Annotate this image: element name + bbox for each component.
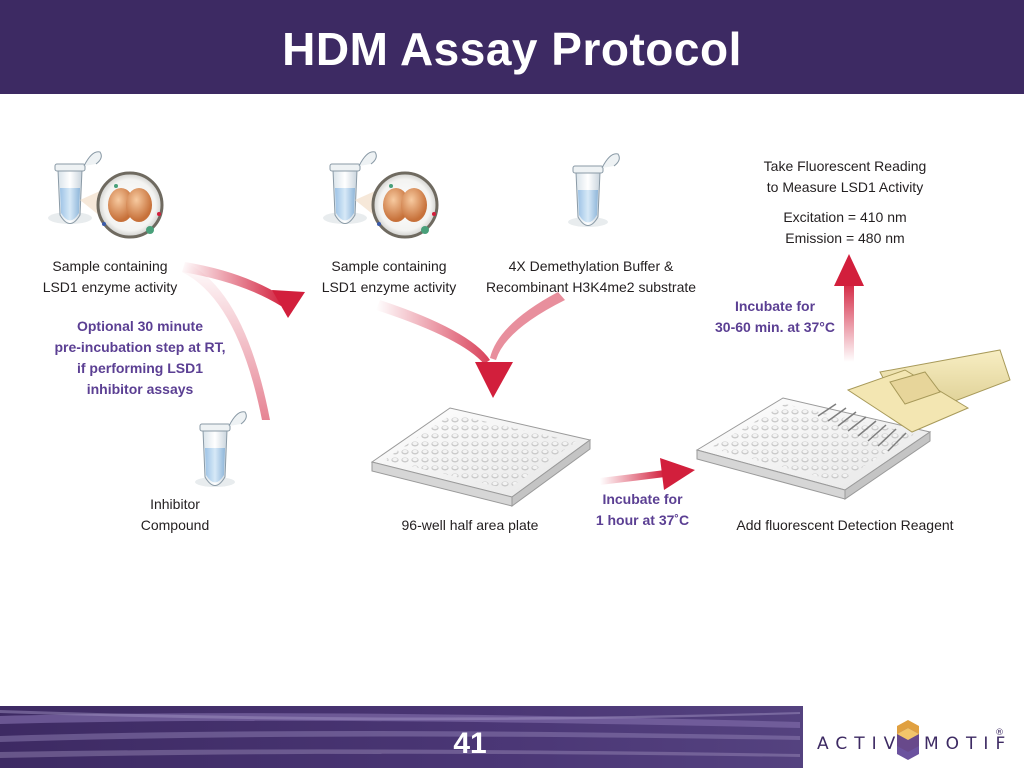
protocol-diagram: [48, 151, 1011, 507]
page-title: HDM Assay Protocol: [282, 23, 742, 75]
label-incubate-1: Incubate for 1 hour at 37˚C: [580, 489, 705, 531]
label-optional-step: Optional 30 minute pre-incubation step a…: [40, 316, 240, 400]
cell-icon-2: [371, 171, 439, 239]
label-emission: Emission = 480 nm: [785, 230, 905, 246]
label-plate: 96-well half area plate: [401, 517, 539, 533]
label-inhibitor: Inhibitor Compound: [115, 494, 235, 536]
arrow-to-detection: [600, 458, 695, 490]
label-sample-2-line1: Sample containing: [331, 258, 447, 274]
label-inhibitor-line2: Compound: [140, 517, 210, 533]
label-incubate-1-line2: 1 hour at 37˚C: [595, 512, 690, 528]
label-optional-line2: pre-incubation step at RT,: [54, 339, 226, 355]
tube-inhibitor: [195, 411, 247, 487]
label-reading-line1: Take Fluorescent Reading: [763, 158, 927, 174]
label-excitation: Excitation = 410 nm: [783, 209, 907, 225]
label-buffer-line2: Recombinant H3K4me2 substrate: [485, 279, 697, 295]
label-optional-line4: inhibitor assays: [86, 381, 194, 397]
label-incubate-1-line1: Incubate for: [602, 491, 683, 507]
label-sample-2: Sample containing LSD1 enzyme activity: [298, 256, 480, 298]
header-bar: HDM Assay Protocol: [0, 0, 1024, 94]
label-sample-1-line2: LSD1 enzyme activity: [42, 279, 178, 295]
label-optional-line3: if performing LSD1: [76, 360, 203, 376]
cell-icon-1: [96, 171, 164, 239]
page-number: 41: [453, 727, 487, 760]
plate-96-well: [370, 407, 592, 507]
label-buffer-line1: 4X Demethylation Buffer &: [508, 258, 674, 274]
label-incubate-2-line2: 30-60 min. at 37°C: [715, 319, 835, 335]
logo-registered-mark: ®: [995, 728, 1004, 738]
logo-word-active: ACTIVE: [817, 734, 920, 754]
label-sample-1: Sample containing LSD1 enzyme activity: [20, 256, 200, 298]
multichannel-pipette-icon: [817, 349, 1011, 452]
label-incubate-2-line1: Incubate for: [734, 298, 816, 314]
label-optional-line1: Optional 30 minute: [76, 318, 203, 334]
logo-mark-icon: [897, 720, 919, 760]
plate-detection: [695, 397, 932, 500]
label-sample-1-line1: Sample containing: [52, 258, 168, 274]
label-sample-2-line2: LSD1 enzyme activity: [321, 279, 457, 295]
label-reading-line2: to Measure LSD1 Activity: [766, 179, 924, 195]
arrow-to-reading: [834, 254, 864, 362]
arrow-to-plate: [376, 292, 565, 398]
tube-buffer: [568, 153, 620, 227]
label-detection: Add fluorescent Detection Reagent: [736, 517, 954, 533]
company-logo: ACTIVE MOTIF ®: [803, 706, 1024, 768]
label-incubate-2: Incubate for 30-60 min. at 37°C: [695, 296, 855, 338]
label-buffer: 4X Demethylation Buffer & Recombinant H3…: [476, 256, 706, 298]
arrow-sample-to-sample: [182, 262, 305, 420]
label-reading: Take Fluorescent Reading to Measure LSD1…: [745, 156, 945, 198]
label-wavelengths: Excitation = 410 nm Emission = 480 nm: [755, 207, 935, 249]
label-inhibitor-line1: Inhibitor: [150, 496, 200, 512]
logo-word-motif: MOTIF: [924, 734, 1013, 754]
